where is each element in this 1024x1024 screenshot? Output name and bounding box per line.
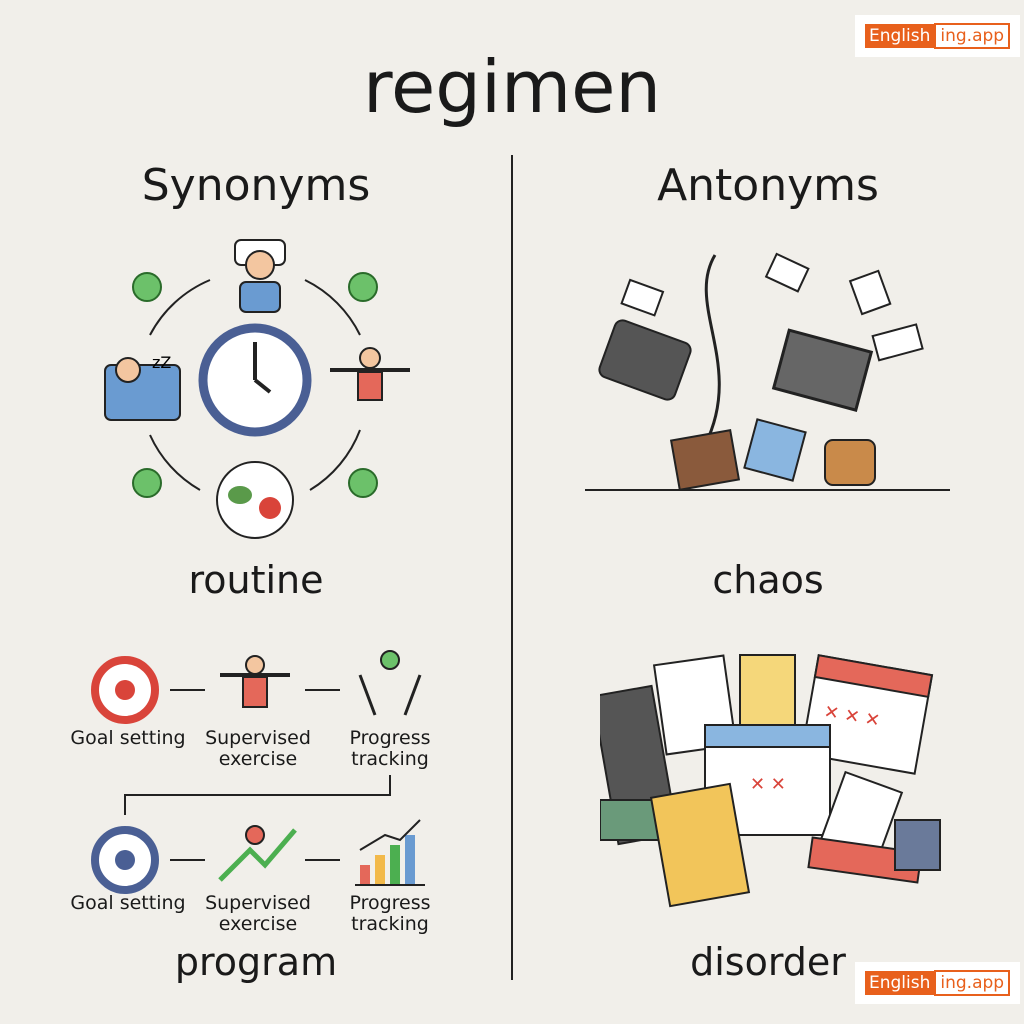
step-goal-setting: Goal setting <box>70 892 186 914</box>
synonym-program: program <box>174 940 338 984</box>
check-icon <box>348 272 378 302</box>
bed-icon: zZ <box>104 353 181 421</box>
weightlifter-icon <box>330 347 410 401</box>
antonym-chaos: chaos <box>712 558 824 602</box>
step-progress-tracking: Progress tracking <box>349 727 431 770</box>
cable-icon <box>703 254 721 446</box>
step-supervised-exercise: Supervised exercise <box>205 727 311 770</box>
check-icon <box>348 468 378 498</box>
step-progress-tracking: Progress tracking <box>349 892 431 935</box>
calendar-icon: ✕ ✕ <box>704 724 831 836</box>
food-plate-icon <box>216 461 294 539</box>
broken-monitor-icon <box>771 328 874 412</box>
hands-check-icon <box>358 650 422 716</box>
synonym-routine: routine <box>188 558 324 602</box>
check-icon <box>132 272 162 302</box>
step-supervised-exercise: Supervised exercise <box>205 892 311 935</box>
antonym-disorder: disorder <box>690 940 846 984</box>
growth-person-icon <box>218 825 297 882</box>
weightlifter-icon <box>220 655 290 708</box>
bar-chart-icon <box>355 819 425 886</box>
calendar-icon: ✕ ✕ ✕ <box>800 654 934 775</box>
broken-tablet-icon <box>598 319 692 401</box>
divider <box>511 155 513 980</box>
check-icon <box>132 468 162 498</box>
pencil-cup-icon <box>894 819 941 871</box>
svg-text:zZ: zZ <box>152 353 171 372</box>
disorder-illustration: ✕ ✕ ✕ ✕ ✕ <box>600 654 941 908</box>
program-flow-illustration <box>91 650 425 894</box>
sleeping-person-icon <box>234 239 286 313</box>
routine-cycle-illustration: zZ <box>104 239 410 539</box>
svg-text:✕ ✕: ✕ ✕ <box>750 774 786 795</box>
chaos-illustration <box>585 252 950 491</box>
antonyms-heading: Antonyms <box>657 160 879 211</box>
synonyms-heading: Synonyms <box>141 160 371 211</box>
page-title: regimen <box>362 45 662 129</box>
step-goal-setting: Goal setting <box>70 727 186 749</box>
